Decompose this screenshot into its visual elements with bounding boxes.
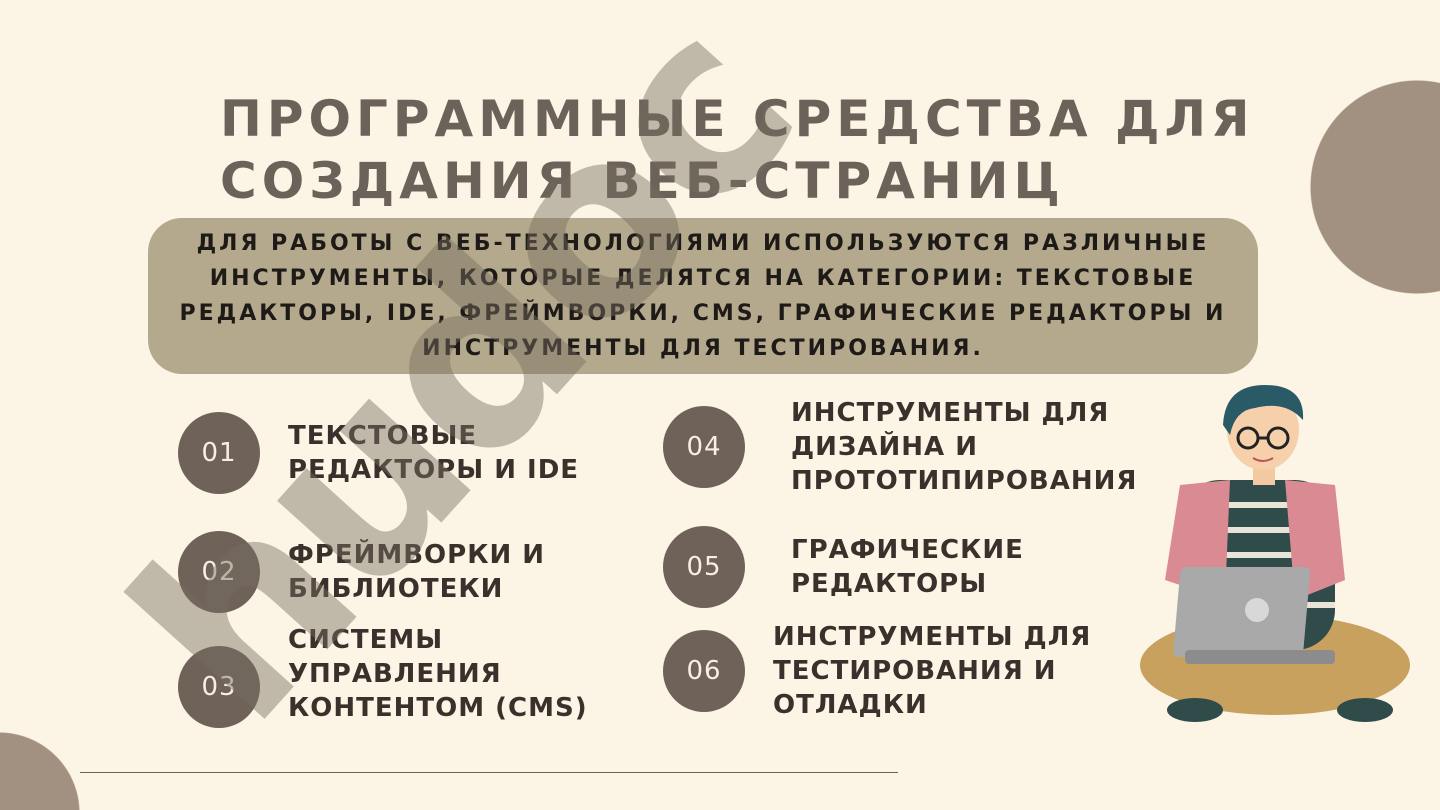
list-item: 03 Системы управления контентом (CMS) (178, 620, 608, 728)
divider-line (80, 772, 898, 773)
list-item: 02 Фреймворки и библиотеки (178, 531, 588, 613)
item-label: Инструменты для тестирования и отладки (773, 622, 1092, 720)
decorative-circle-bottom-left (0, 732, 80, 810)
item-label: Фреймворки и библиотеки (288, 540, 546, 604)
list-item: 06 Инструменты для тестирования и отладк… (663, 620, 1113, 722)
item-number: 02 (178, 531, 260, 613)
intro-text: Для работы с веб-технологиями используют… (179, 231, 1227, 361)
item-number: 01 (178, 412, 260, 494)
decorative-circle-top-right (1310, 80, 1440, 294)
item-number: 06 (663, 630, 745, 712)
list-item: 04 Инструменты для дизайна и прототипиро… (663, 396, 1171, 498)
person-with-laptop-illustration (1140, 385, 1410, 722)
item-number: 03 (178, 646, 260, 728)
title-line-2: создания веб-страниц (220, 152, 1065, 210)
item-label: Системы управления контентом (CMS) (288, 625, 588, 723)
list-item: 01 Текстовые редакторы и IDE (178, 412, 608, 494)
item-label: Текстовые редакторы и IDE (288, 421, 580, 485)
slide-title: Программные средства для создания веб-ст… (220, 88, 1255, 212)
item-label: Графические редакторы (791, 535, 1024, 599)
item-label: Инструменты для дизайна и прототипирован… (791, 398, 1138, 496)
item-number: 04 (663, 406, 745, 488)
title-line-1: Программные средства для (220, 90, 1255, 148)
item-number: 05 (663, 526, 745, 608)
intro-box: Для работы с веб-технологиями используют… (148, 218, 1258, 374)
list-item: 05 Графические редакторы (663, 526, 1091, 608)
